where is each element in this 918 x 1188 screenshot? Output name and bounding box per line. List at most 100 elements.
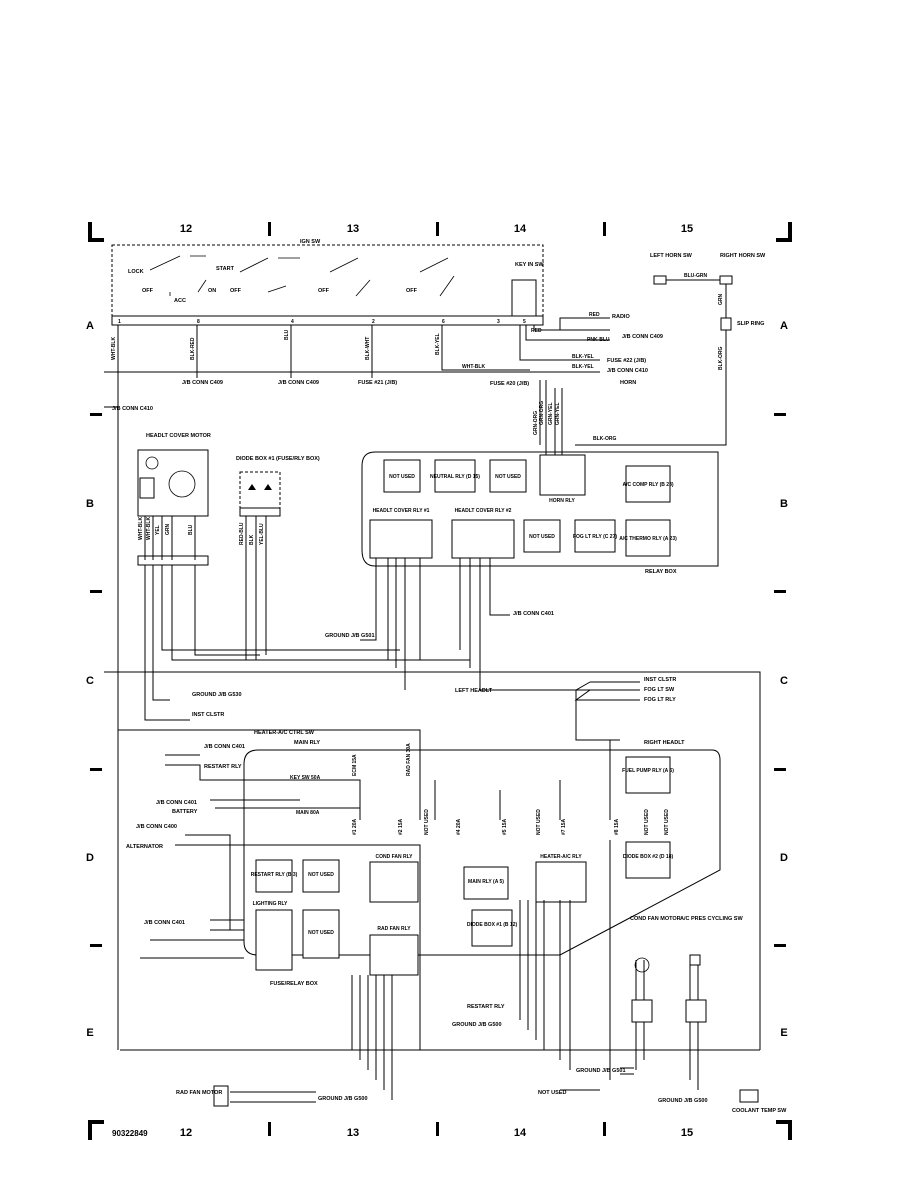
wire-blk-yel-2: BLK-YEL [572, 364, 594, 370]
ign-acc: ACC [174, 298, 186, 304]
label-fuse22: FUSE #22 (J/B) [607, 358, 646, 364]
fuel-pump-rly: FUEL PUMP RLY (A 6) [622, 768, 674, 774]
label-ground-g530: GROUND J/B G530 [192, 692, 242, 698]
relay-box-not-used-1: NOT USED [389, 474, 415, 480]
ign-start: START [216, 266, 235, 272]
ac-thermo-rly: A/C THERMO RLY (A 23) [619, 536, 677, 542]
wire-grn: GRN [718, 294, 724, 306]
label-inst-clstr-left: INST CLSTR [192, 712, 224, 718]
middle-wiring: J/B CONN C401 GROUND J/B G501 GROUND J/B… [104, 558, 761, 1050]
label-not-used-bottom: NOT USED [538, 1090, 566, 1096]
lighting-rly: LIGHTING RLY [253, 901, 288, 907]
wire-blk-org: BLK-ORG [718, 347, 724, 370]
label-jb-c401-mid: J/B CONN C401 [513, 611, 554, 617]
fuse-7: #7 15A [561, 818, 567, 835]
lower-wiring: J/B CONN C401 RESTART RLY J/B CONN C401 … [118, 729, 787, 1114]
label-radio: RADIO [612, 314, 630, 320]
label-fuse21: FUSE #21 (J/B) [358, 380, 397, 386]
relay-box: RELAY BOX NOT USED NEUTRAL RLY (D 15) NO… [361, 451, 719, 575]
grid-col-15: 15 [681, 223, 693, 235]
wire-blk-wht: BLK-WHT [365, 337, 371, 360]
wire-blk-yel-3: BLK-YEL [435, 333, 441, 355]
ign-pin-5: 5 [523, 319, 526, 325]
label-rad-fan-motor: RAD FAN MOTOR [176, 1090, 222, 1096]
grid-row-a-right: A [780, 320, 788, 332]
slip-ring-label: SLIP RING [737, 321, 764, 327]
label-jb-c410-right: J/B CONN C410 [607, 368, 648, 374]
grid-row-a-left: A [86, 320, 94, 332]
restart-rly-box: RESTART RLY (B 3) [251, 872, 298, 878]
wire-grn-org-1: GRN-ORG [533, 411, 539, 435]
label-right-headlt: RIGHT HEADLT [644, 740, 685, 746]
grid-top: 12 13 14 15 [180, 222, 693, 236]
diode-wire-3: YEL-BLU [259, 523, 265, 545]
ac-comp-rly: A/C COMP RLY (B 23) [622, 482, 673, 488]
fuse-box-not-used-1: NOT USED [308, 872, 334, 878]
ign-lock: LOCK [128, 269, 144, 275]
grid-side: A A B B C C D D E E [86, 320, 788, 1039]
fuse-5: #5 15A [502, 818, 508, 835]
right-horn-sw-label: RIGHT HORN SW [720, 253, 766, 259]
motor-wire-2: WHT-BLK [146, 517, 152, 540]
label-fog-lt-rly: FOG LT RLY [644, 697, 676, 703]
label-fog-lt-sw: FOG LT SW [644, 687, 675, 693]
wire-blk-red: BLK-RED [190, 337, 196, 360]
grid-row-d-left: D [86, 852, 94, 864]
label-cond-fan-motor: COND FAN MOTOR [630, 916, 681, 922]
label-restart-rly-bottom: RESTART RLY [467, 1004, 505, 1010]
label-horn: HORN [620, 380, 636, 386]
fuse-rad-fan: RAD FAN 30A [406, 743, 412, 776]
wire-grn-yel-2: GRN-YEL [555, 403, 561, 426]
relay-box-not-used-2: NOT USED [495, 474, 521, 480]
wire-blu: BLU [284, 329, 290, 340]
fog-lt-rly: FOG LT RLY (C 27) [573, 534, 617, 540]
label-jb-c409-mid: J/B CONN C409 [278, 380, 319, 386]
label-ground-g501-bottom: GROUND J/B G501 [576, 1068, 626, 1074]
fuse-not-used-1: NOT USED [424, 809, 430, 835]
grid-col-12-bottom: 12 [180, 1127, 192, 1139]
ign-pin-8: 8 [197, 319, 200, 325]
grid-row-d-right: D [780, 852, 788, 864]
ign-off-1: OFF [142, 288, 154, 294]
wire-red-1: RED [589, 312, 600, 318]
motor-wire-5: BLU [188, 524, 194, 535]
headlt-cover-motor: HEADLT COVER MOTOR WHT-BLK WHT-BLK YEL G… [137, 433, 211, 566]
label-jb-c401-b: J/B CONN C401 [156, 800, 197, 806]
fuse-key-sw: KEY SW 50A [290, 775, 321, 781]
diode-box-1-title: DIODE BOX #1 (FUSE/RLY BOX) [236, 456, 320, 462]
grid-col-14: 14 [514, 223, 527, 235]
label-battery: BATTERY [172, 809, 198, 815]
grid-row-b-left: B [86, 498, 94, 510]
label-inst-clstr-right: INST CLSTR [644, 677, 676, 683]
relay-box-not-used-3: NOT USED [529, 534, 555, 540]
ign-pin-4: 4 [291, 319, 294, 325]
grid-row-c-left: C [86, 675, 94, 687]
wire-grn-org-2: GRN-ORG [539, 401, 545, 425]
label-jb-c409: J/B CONN C409 [622, 334, 663, 340]
fuse-relay-box: FUSE/RELAY BOX KEY SW 50A MAIN 80A ECM 1… [243, 743, 721, 987]
fuse-ecm: ECM 15A [352, 754, 358, 776]
label-ground-g500-b: GROUND J/B G500 [318, 1096, 368, 1102]
label-jb-c409-left: J/B CONN C409 [182, 380, 223, 386]
label-ac-pres-sw: A/C PRES CYCLING SW [680, 916, 743, 922]
crop-marks [88, 222, 792, 1140]
fuse-not-used-3: NOT USED [644, 809, 650, 835]
top-wiring: RED RED PNK-BLU BLK-YEL BLK-YEL WHT-BLK … [104, 312, 663, 1050]
diode-box-2: DIODE BOX #2 (D 18) [623, 854, 674, 860]
label-fuse20: FUSE #20 (J/B) [490, 381, 529, 387]
horn-switches: LEFT HORN SW RIGHT HORN SW BLU-GRN GRN S… [575, 253, 766, 446]
wire-pnk-blu: PNK-BLU [587, 337, 610, 343]
label-restart-rly-left: RESTART RLY [204, 764, 242, 770]
grid-col-13: 13 [347, 223, 359, 235]
label-main-rly: MAIN RLY [294, 740, 320, 746]
left-horn-sw-label: LEFT HORN SW [650, 253, 693, 259]
relay-box-title: RELAY BOX [645, 569, 677, 575]
label-jb-c401-left: J/B CONN C401 [204, 744, 245, 750]
label-jb-c410-left: J/B CONN C410 [112, 406, 153, 412]
rad-fan-rly: RAD FAN RLY [377, 926, 411, 932]
grid-col-12: 12 [180, 223, 192, 235]
grid-col-13-bottom: 13 [347, 1127, 359, 1139]
label-heater-ctrl-sw: HEATER-A/C CTRL SW [254, 730, 315, 736]
diode-wire-2: BLK [249, 534, 255, 545]
